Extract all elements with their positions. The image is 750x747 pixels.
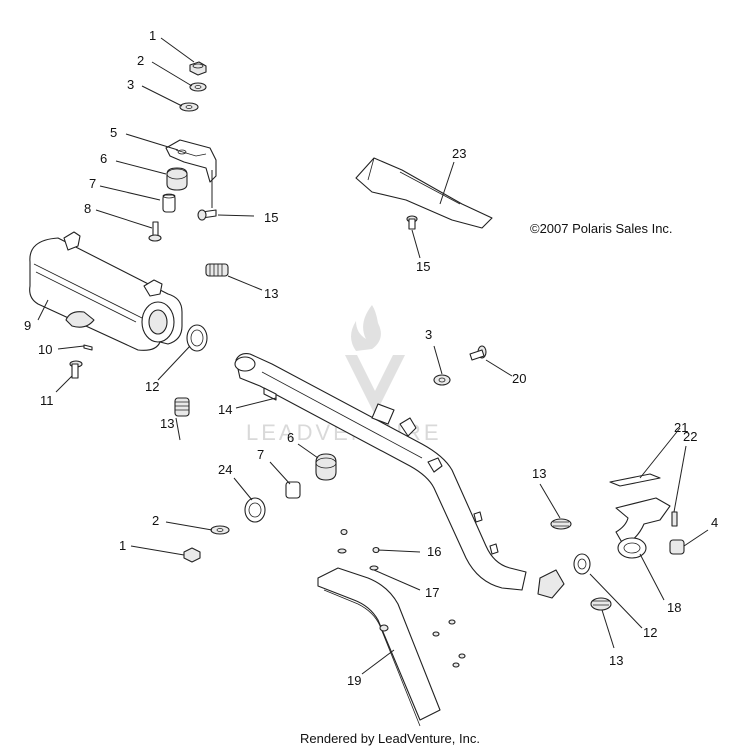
bolt-part-15-a — [197, 209, 217, 221]
callout-16: 16 — [427, 544, 441, 559]
nut-part-1-top — [189, 61, 207, 76]
grommet-part-6-top — [166, 167, 188, 191]
bracket-part-5 — [165, 139, 217, 183]
washer-part-3-mid — [433, 374, 451, 386]
callout-11: 11 — [40, 393, 54, 408]
gasket-part-12-b — [573, 553, 591, 575]
leader-lines — [37, 37, 709, 675]
callout-18: 18 — [667, 600, 681, 615]
callout-6-mid: 6 — [287, 430, 294, 445]
spring-part-13-c — [550, 518, 572, 530]
nut-part-1-bottom — [183, 547, 201, 563]
callout-15-a: 15 — [264, 210, 278, 225]
callout-13-c: 13 — [532, 466, 546, 481]
callout-2-bottom: 2 — [152, 513, 159, 528]
callout-22: 22 — [683, 429, 697, 444]
callout-12-a: 12 — [145, 379, 159, 394]
pin-part-10 — [83, 344, 93, 351]
callout-17: 17 — [425, 585, 439, 600]
bolt-part-8 — [148, 221, 162, 242]
gasket-part-24 — [244, 497, 266, 523]
elbow-part-18 — [615, 497, 671, 559]
washer-part-3-top — [179, 102, 199, 112]
callout-12-b: 12 — [643, 625, 657, 640]
callout-2-top: 2 — [137, 53, 144, 68]
callout-21: 21 — [674, 420, 688, 435]
sleeve-part-7-top — [162, 193, 176, 213]
footer-credit: Rendered by LeadVenture, Inc. — [300, 731, 480, 746]
callout-24: 24 — [218, 462, 232, 477]
callout-5: 5 — [110, 125, 117, 140]
washer-part-2-top — [189, 82, 207, 92]
callout-6-top: 6 — [100, 151, 107, 166]
callout-3-mid: 3 — [425, 327, 432, 342]
washer-part-17 — [337, 548, 379, 571]
nut-part-4 — [669, 539, 685, 555]
heat-shield-part-19 — [317, 567, 466, 727]
callout-9: 9 — [24, 318, 31, 333]
callout-8: 8 — [84, 201, 91, 216]
grommet-part-6-mid — [315, 453, 337, 481]
head-pipe-part-14 — [234, 353, 565, 599]
washer-part-2-bottom — [210, 525, 230, 535]
bolt-part-11 — [69, 360, 83, 379]
callout-3-top: 3 — [127, 77, 134, 92]
callout-numbers: 1 2 3 5 6 7 8 15 9 10 11 13 12 13 14 23 … — [24, 28, 718, 688]
callout-1-bottom: 1 — [119, 538, 126, 553]
gasket-part-12-a — [186, 324, 208, 352]
bolt-part-20 — [469, 345, 487, 361]
callout-10: 10 — [38, 342, 52, 357]
callout-19: 19 — [347, 673, 361, 688]
callout-13-b: 13 — [160, 416, 174, 431]
callout-13-d: 13 — [609, 653, 623, 668]
callout-14: 14 — [218, 402, 232, 417]
callout-23: 23 — [452, 146, 466, 161]
callout-7-top: 7 — [89, 176, 96, 191]
bolt-part-15-b — [406, 215, 418, 230]
callout-15-b: 15 — [416, 259, 430, 274]
heat-shield-part-23 — [355, 157, 493, 229]
callout-13-a: 13 — [264, 286, 278, 301]
spring-part-22 — [671, 511, 678, 527]
muffler-part-9 — [29, 231, 183, 351]
callout-1-top: 1 — [149, 28, 156, 43]
spring-part-13-a — [205, 263, 229, 277]
copyright-text: ©2007 Polaris Sales Inc. — [530, 221, 673, 236]
sleeve-part-7-mid — [285, 481, 301, 499]
callout-20: 20 — [512, 371, 526, 386]
spring-part-13-b — [174, 397, 190, 417]
spring-part-13-d — [590, 597, 612, 611]
bolt-part-16 — [340, 528, 380, 554]
gasket-part-21 — [609, 473, 661, 487]
callout-7-mid: 7 — [257, 447, 264, 462]
callout-4: 4 — [711, 515, 718, 530]
